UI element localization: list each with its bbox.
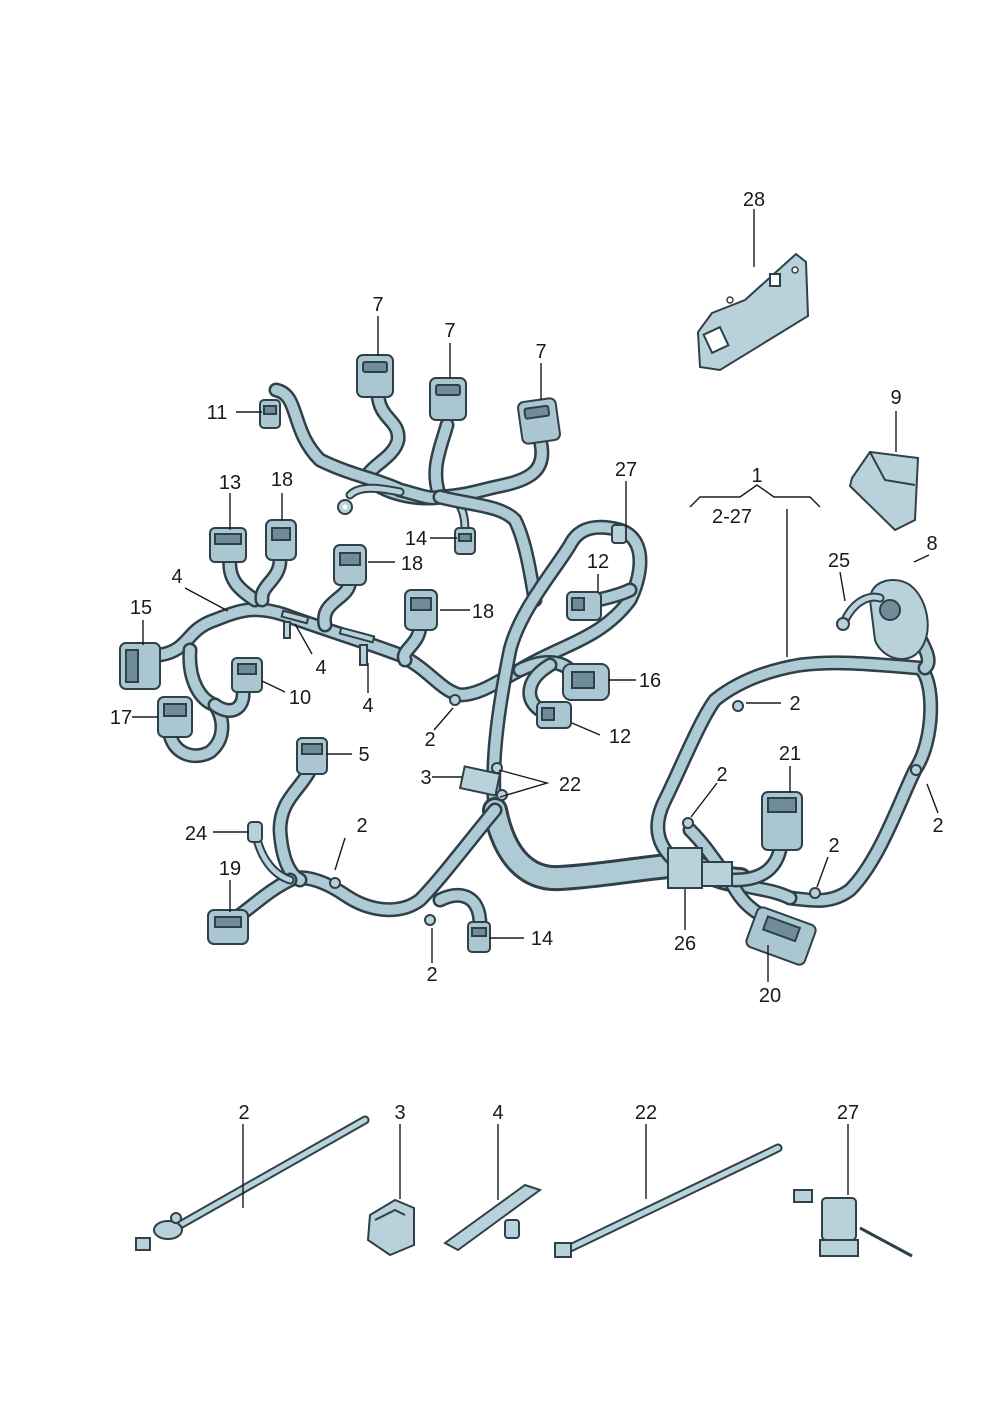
- connector-15: [119, 642, 161, 690]
- detail-callout-4: 4: [492, 1102, 503, 1124]
- cover-9: [848, 450, 920, 532]
- clip-27-upper: [611, 524, 627, 544]
- detail-part-22: [554, 1143, 783, 1258]
- connector-20: [745, 906, 817, 966]
- callout-2-g: 2: [426, 964, 437, 986]
- callout-27-a: 27: [615, 459, 637, 481]
- callout-26: 26: [674, 933, 696, 955]
- leader-lines: [132, 209, 939, 1208]
- callout-20: 20: [759, 985, 781, 1007]
- connector-7-a: [356, 354, 394, 398]
- callout-17: 17: [110, 707, 132, 729]
- callout-5: 5: [358, 744, 369, 766]
- connector-21: [761, 791, 803, 851]
- callout-7-c: 7: [535, 341, 546, 363]
- callout-11: 11: [207, 402, 228, 424]
- detail-part-2: [135, 1115, 370, 1251]
- detail-part-3: [366, 1198, 415, 1257]
- bracket-3: [458, 762, 508, 801]
- connector-18-b: [333, 544, 367, 586]
- connector-16: [562, 663, 610, 701]
- callout-18-b: 18: [401, 553, 423, 575]
- callout-13: 13: [219, 472, 241, 494]
- callout-2-b: 2: [789, 693, 800, 715]
- callout-22: 22: [559, 774, 581, 796]
- callout-2-27: 2-27: [712, 506, 752, 528]
- connector-10: [231, 657, 263, 693]
- callout-1: 1: [751, 465, 762, 487]
- callout-2-d: 2: [932, 815, 943, 837]
- clip-4-a: [280, 609, 310, 639]
- callout-2-e: 2: [356, 815, 367, 837]
- callout-15: 15: [130, 597, 152, 619]
- callout-19: 19: [219, 858, 241, 880]
- ground-eyelet-upper: [337, 499, 353, 515]
- callout-24: 24: [185, 823, 207, 845]
- callout-10: 10: [289, 687, 311, 709]
- callout-12-a: 12: [587, 551, 609, 573]
- connector-7-b: [429, 377, 467, 421]
- connector-12-upper: [566, 591, 602, 621]
- clip-4-b: [338, 626, 376, 666]
- detail-part-4: [443, 1183, 543, 1252]
- callout-21: 21: [779, 743, 801, 765]
- connector-14-upper: [454, 527, 476, 555]
- callout-8: 8: [926, 533, 937, 555]
- callout-4-c: 4: [362, 695, 373, 717]
- detail-callout-27: 27: [837, 1102, 859, 1124]
- callout-12-b: 12: [609, 726, 631, 748]
- callout-28: 28: [743, 189, 765, 211]
- callout-9: 9: [890, 387, 901, 409]
- tie-clips-2: [329, 694, 922, 926]
- callout-18-c: 18: [472, 601, 494, 623]
- connector-11: [259, 399, 281, 429]
- sensor-8: [868, 579, 929, 660]
- callout-2-f: 2: [828, 835, 839, 857]
- left-harness: [152, 552, 528, 764]
- connector-14-lower: [467, 921, 491, 953]
- detail-callout-3: 3: [394, 1102, 405, 1124]
- callout-2-a: 2: [424, 729, 435, 751]
- callout-16: 16: [639, 670, 661, 692]
- detail-callout-2: 2: [238, 1102, 249, 1124]
- callout-3: 3: [420, 767, 431, 789]
- detail-part-27: [793, 1189, 913, 1258]
- callout-25: 25: [828, 550, 850, 572]
- callout-7-a: 7: [372, 294, 383, 316]
- callout-4-a: 4: [171, 566, 182, 588]
- callout-4-b: 4: [315, 657, 326, 679]
- connector-19: [207, 909, 249, 945]
- connector-18-a: [265, 519, 297, 561]
- callout-14-a: 14: [405, 528, 427, 550]
- callout-14-b: 14: [531, 928, 553, 950]
- connector-7-c: [517, 397, 561, 445]
- callout-2-c: 2: [716, 764, 727, 786]
- callout-18-a: 18: [271, 469, 293, 491]
- callout-7-b: 7: [444, 320, 455, 342]
- connector-18-c: [404, 589, 438, 631]
- connector-13: [209, 527, 247, 563]
- upper-harness: [268, 382, 550, 608]
- terminal-24: [247, 821, 263, 843]
- bracket-26: [667, 847, 733, 889]
- detail-callout-22: 22: [635, 1102, 657, 1124]
- ground-25: [836, 592, 885, 631]
- part-28-insulation-plate: [696, 252, 810, 372]
- connector-5: [296, 737, 328, 775]
- connector-12-lower: [536, 701, 572, 729]
- callout-labels: 1 2-27 28 7 7 7 11 13 18 14 27 12 4 18 1…: [110, 189, 944, 1124]
- connector-17: [157, 696, 193, 738]
